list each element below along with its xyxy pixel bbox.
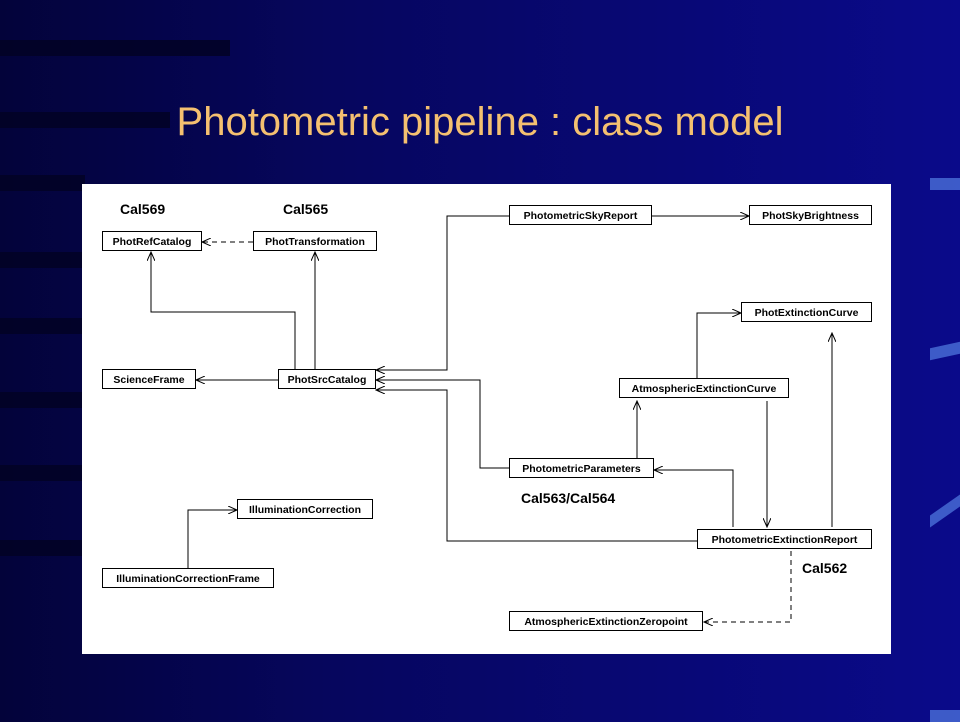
background-stripe [0, 318, 85, 334]
class-illumination-correction: IlluminationCorrection [237, 499, 373, 519]
background-stripe [0, 465, 85, 481]
label-cal562: Cal562 [802, 560, 848, 576]
class-photometric-parameters: PhotometricParameters [509, 458, 654, 478]
background-stripe [0, 252, 85, 268]
diagram-connectors [82, 184, 891, 654]
label-cal563-cal564: Cal563/Cal564 [521, 490, 616, 506]
class-phot-src-catalog: PhotSrcCatalog [278, 369, 376, 389]
class-phot-ref-catalog: PhotRefCatalog [102, 231, 202, 251]
background-stripe [930, 178, 960, 190]
class-science-frame: ScienceFrame [102, 369, 196, 389]
background-stripe [0, 40, 230, 56]
background-stripe [930, 710, 960, 722]
background-stripe [0, 175, 85, 191]
class-photometric-sky-report: PhotometricSkyReport [509, 205, 652, 225]
background-stripe [0, 540, 85, 556]
class-phot-transformation: PhotTransformation [253, 231, 377, 251]
background-stripe [0, 392, 85, 408]
background-stripe [930, 341, 960, 361]
class-atmospheric-extinction-curve: AtmosphericExtinctionCurve [619, 378, 789, 398]
class-photometric-extinction-report: PhotometricExtinctionReport [697, 529, 872, 549]
label-cal565: Cal565 [283, 201, 329, 217]
class-illumination-correction-frame: IlluminationCorrectionFrame [102, 568, 274, 588]
class-phot-extinction-curve: PhotExtinctionCurve [741, 302, 872, 322]
class-phot-sky-brightness: PhotSkyBrightness [749, 205, 872, 225]
background-stripe [930, 494, 960, 528]
background-stripe [0, 112, 170, 128]
slide-title: Photometric pipeline : class model [176, 100, 784, 144]
label-cal569: Cal569 [120, 201, 166, 217]
class-atmospheric-extinction-zeropoint: AtmosphericExtinctionZeropoint [509, 611, 703, 631]
class-diagram: Cal569 Cal565 Cal563/Cal564 Cal562 PhotR… [82, 184, 891, 654]
